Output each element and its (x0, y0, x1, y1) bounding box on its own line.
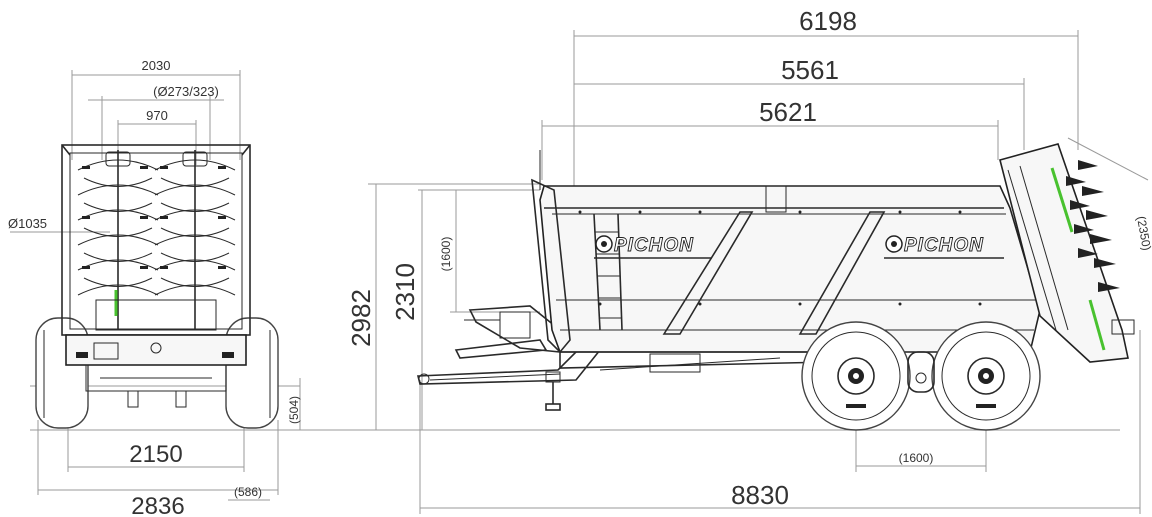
svg-text:PICHON: PICHON (614, 235, 694, 256)
brand-logo-right: PICHON (884, 235, 1004, 259)
dim-axle-spacing: (1600) (899, 451, 934, 465)
dim-overall-width: 2836 (131, 493, 184, 517)
dim-height-box: (1600) (439, 237, 453, 272)
dim-tire-width: (586) (234, 485, 262, 499)
brand-logo-left: PICHON (594, 235, 712, 259)
dim-length-5561: 5561 (781, 55, 839, 85)
svg-text:PICHON: PICHON (904, 235, 984, 256)
dim-beater-height: (2350) (1134, 215, 1152, 252)
axle-bogie (907, 351, 935, 393)
dim-rotor-diameter: (Ø273/323) (153, 84, 219, 99)
dim-track-width: 2150 (129, 441, 182, 468)
dim-rotor-spacing: 970 (146, 108, 168, 123)
wheel-front-axle (801, 321, 911, 431)
ladder (593, 213, 623, 331)
dim-height-total: 2982 (346, 289, 376, 347)
dim-height-body: 2310 (390, 263, 420, 321)
dim-length-6198: 6198 (799, 6, 857, 36)
spreader-body: PICHON PICHON (531, 150, 1041, 373)
front-view: 2030 (Ø273/323) 970 Ø1035 2150 2836 (586… (8, 58, 1120, 517)
dim-beater-diameter: Ø1035 (8, 216, 47, 231)
beaters-front (77, 150, 236, 331)
dim-length-5621: 5621 (759, 97, 817, 127)
rear-beater-unit (999, 143, 1135, 363)
wheel-rear-axle (931, 321, 1041, 431)
dim-overall-length: 8830 (731, 480, 789, 510)
dim-width-top: 2030 (142, 58, 171, 73)
front-chassis (65, 334, 247, 408)
dim-ground-clearance: (504) (287, 396, 301, 424)
side-view: PICHON PICHON (346, 6, 1152, 514)
